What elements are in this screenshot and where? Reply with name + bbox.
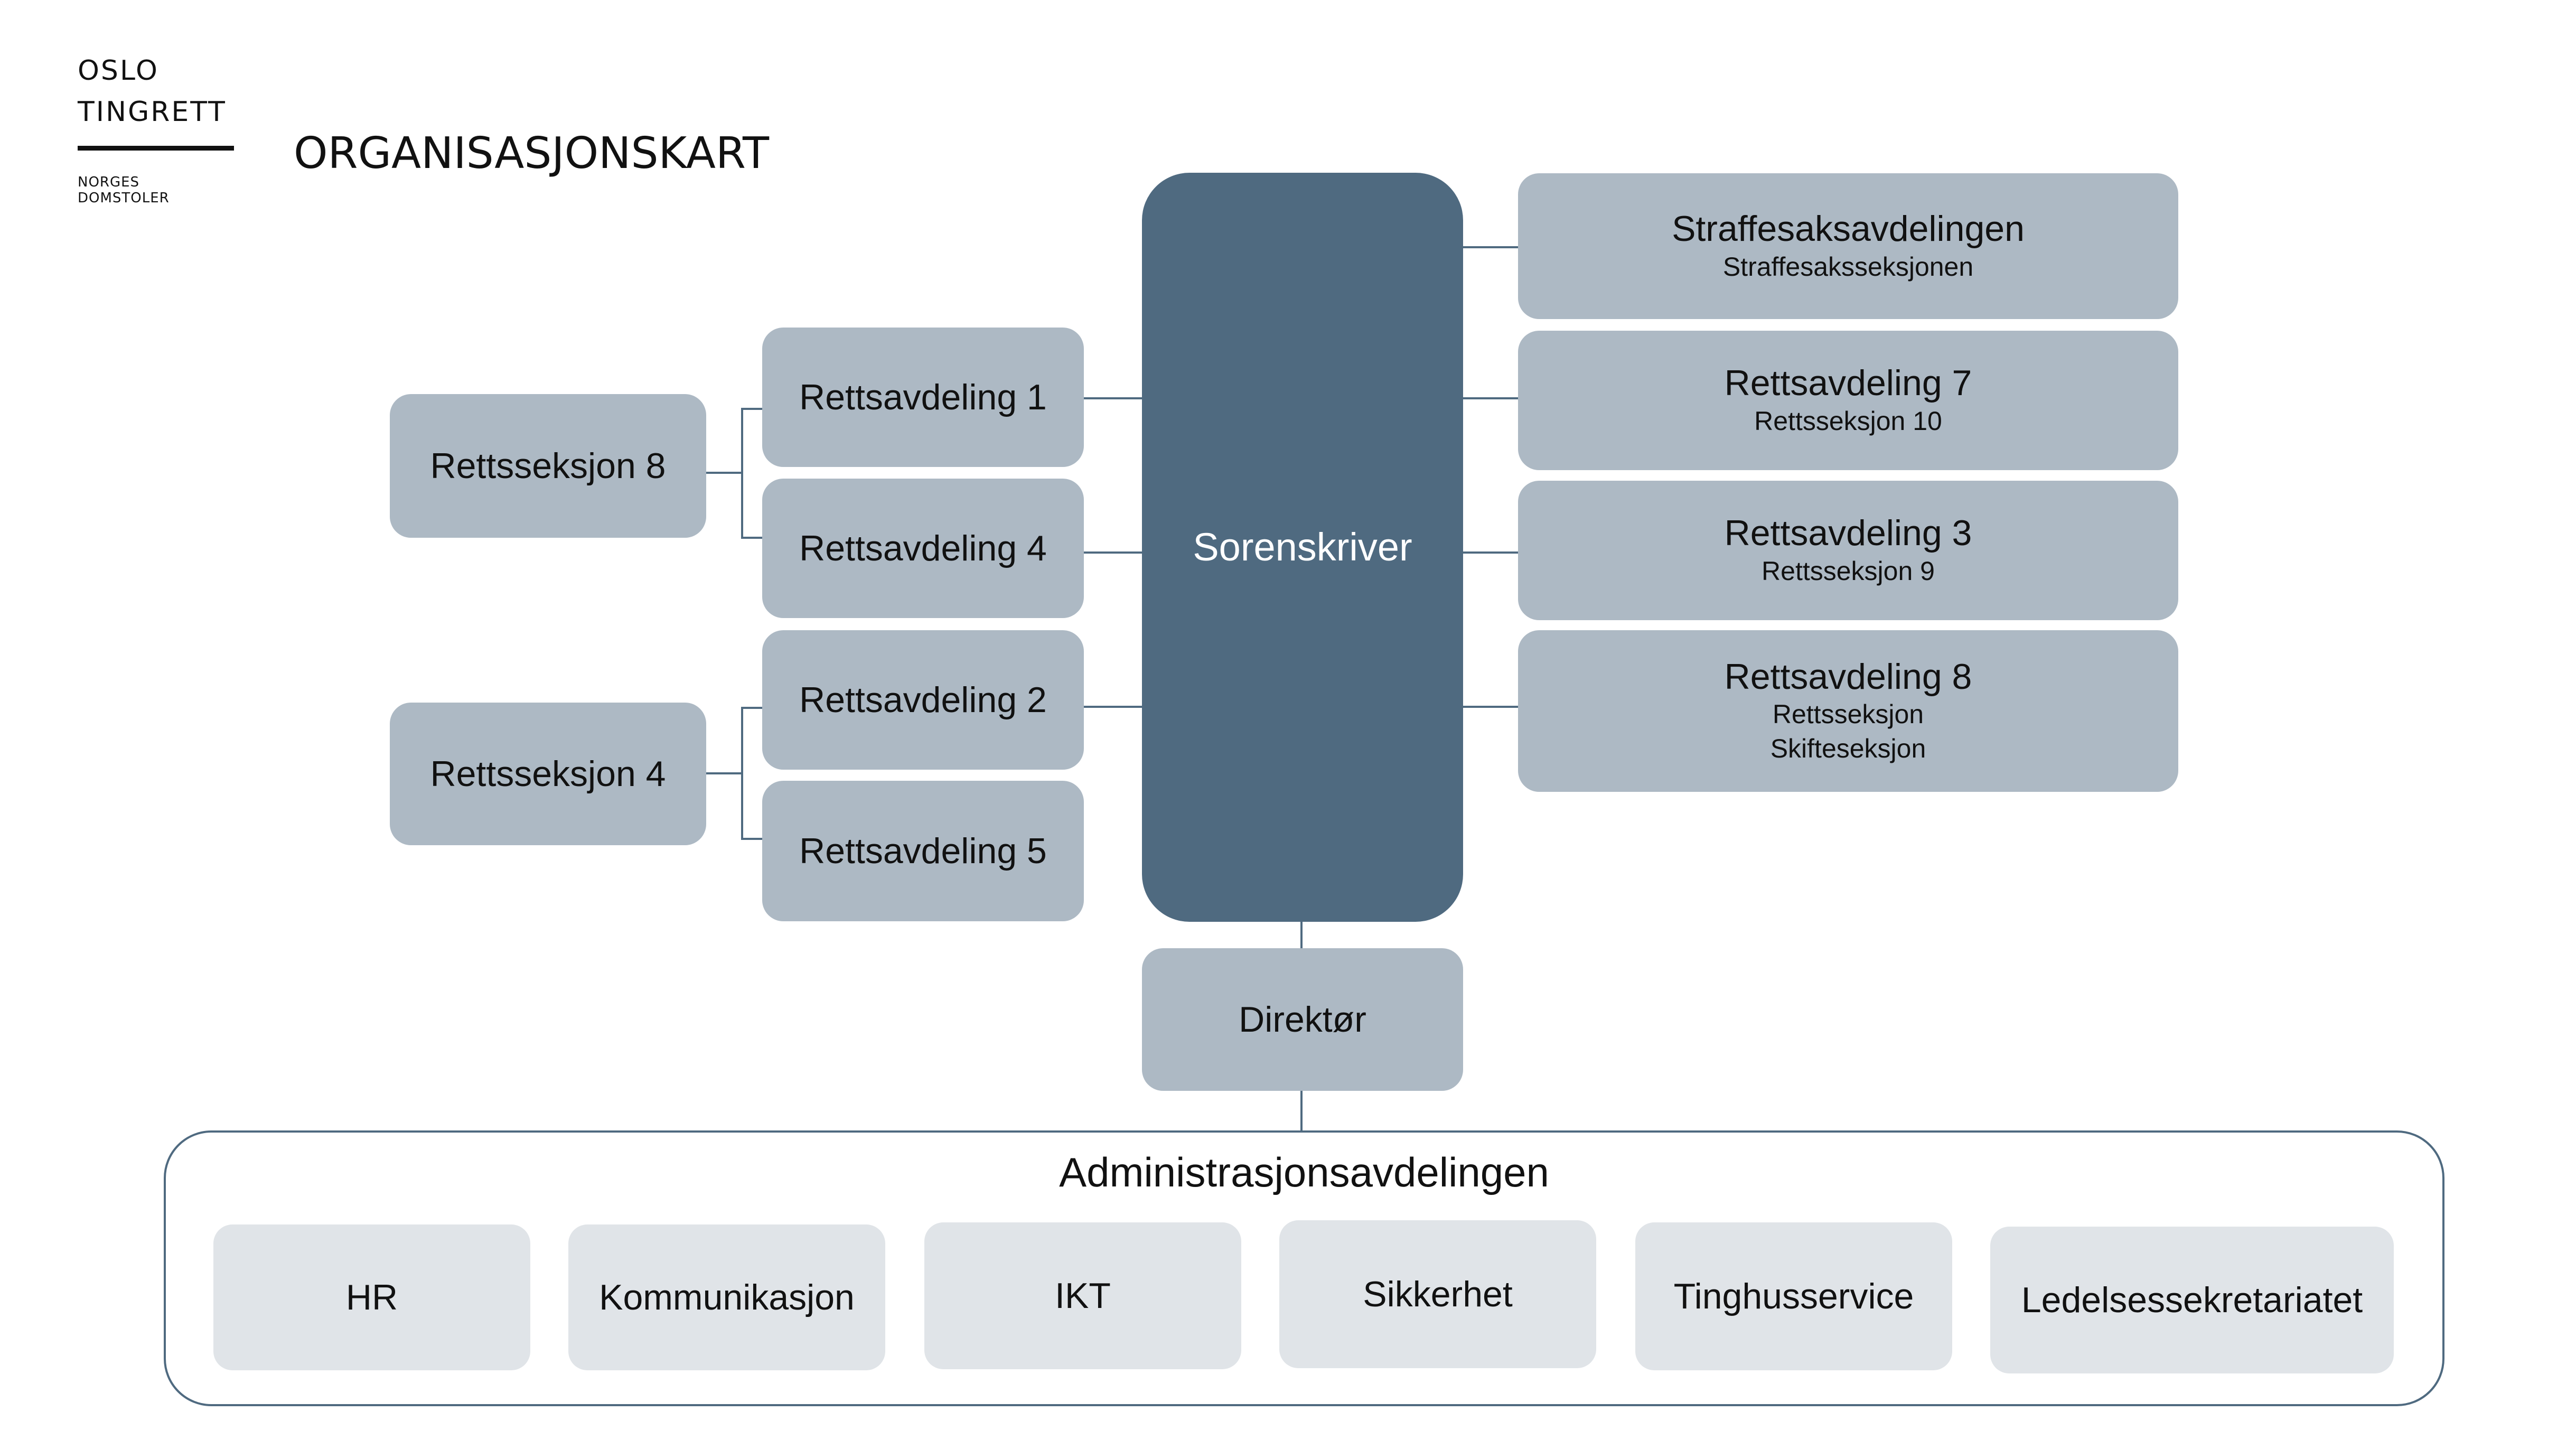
admin-unit-ikt[interactable]: IKT (924, 1222, 1241, 1369)
section-rettsseksjon-8[interactable]: Rettsseksjon 8 (390, 394, 706, 538)
department-sublabel: Rettsseksjon 9 (1762, 556, 1935, 586)
admin-unit-kommunikasjon[interactable]: Kommunikasjon (568, 1224, 885, 1370)
logo: OSLO TINGRETT NORGES DOMSTOLER (78, 55, 236, 206)
admin-unit-label: HR (345, 1277, 398, 1317)
director-box[interactable]: Direktør (1142, 948, 1463, 1091)
department-label: Rettsavdeling 7 (1724, 363, 1972, 404)
connector-line (1300, 1088, 1303, 1130)
sorenskriver-label: Sorenskriver (1193, 525, 1412, 569)
logo-subtitle: NORGES DOMSTOLER (78, 174, 170, 206)
admin-unit-label: Ledelsessekretariatet (2021, 1279, 2363, 1320)
page-title: ORGANISASJONSKART (294, 128, 770, 179)
section-label: Rettsseksjon 8 (430, 445, 666, 486)
department-label: Rettsavdeling 2 (799, 679, 1047, 720)
department-sublabel: Rettsseksjon 10 (1754, 406, 1942, 436)
connector-line (1084, 397, 1142, 399)
connector-line (741, 707, 762, 709)
department-label: Straffesaksavdelingen (1672, 209, 2025, 249)
admin-unit-label: Tinghusservice (1673, 1276, 1914, 1316)
department-rettsavdeling-7[interactable]: Rettsavdeling 7 Rettsseksjon 10 (1518, 331, 2178, 470)
logo-line-tingrett: TINGRETT (78, 96, 227, 128)
admin-title: Administrasjonsavdelingen (1059, 1149, 1549, 1195)
admin-unit-hr[interactable]: HR (213, 1224, 530, 1370)
admin-unit-ledelsessekretariatet[interactable]: Ledelsessekretariatet (1990, 1227, 2394, 1373)
department-label: Rettsavdeling 1 (799, 377, 1047, 417)
connector-line (741, 408, 762, 410)
director-label: Direktør (1239, 999, 1366, 1040)
admin-unit-sikkerhet[interactable]: Sikkerhet (1279, 1220, 1596, 1368)
connector-line (741, 707, 743, 840)
admin-unit-label: Sikkerhet (1363, 1274, 1513, 1314)
connector-line (706, 472, 742, 474)
sorenskriver-box[interactable]: Sorenskriver (1142, 173, 1463, 922)
department-rettsavdeling-2[interactable]: Rettsavdeling 2 (762, 630, 1084, 770)
connector-line (1463, 246, 1521, 248)
department-sublabel: Rettsseksjon (1772, 699, 1924, 730)
connector-line (1463, 706, 1521, 708)
admin-unit-tinghusservice[interactable]: Tinghusservice (1635, 1222, 1952, 1370)
department-sublabel: Straffesaksseksjonen (1722, 251, 1974, 282)
logo-line-oslo: OSLO (78, 55, 159, 87)
department-rettsavdeling-5[interactable]: Rettsavdeling 5 (762, 781, 1084, 921)
connector-line (706, 772, 742, 774)
admin-department: Administrasjonsavdelingen (164, 1130, 2444, 1406)
department-label: Rettsavdeling 4 (799, 528, 1047, 568)
admin-unit-label: Kommunikasjon (599, 1277, 855, 1317)
section-label: Rettsseksjon 4 (430, 753, 666, 794)
department-rettsavdeling-4[interactable]: Rettsavdeling 4 (762, 479, 1084, 618)
connector-line (1300, 922, 1303, 948)
department-label: Rettsavdeling 8 (1724, 656, 1972, 697)
admin-unit-label: IKT (1055, 1275, 1111, 1316)
department-straffesaksavdelingen[interactable]: Straffesaksavdelingen Straffesaksseksjon… (1518, 173, 2178, 319)
department-rettsavdeling-8[interactable]: Rettsavdeling 8 Rettsseksjon Skifteseksj… (1518, 630, 2178, 792)
connector-line (741, 537, 762, 539)
connector-line (741, 408, 743, 539)
logo-rule (78, 146, 234, 151)
department-rettsavdeling-1[interactable]: Rettsavdeling 1 (762, 328, 1084, 467)
section-rettsseksjon-4[interactable]: Rettsseksjon 4 (390, 703, 706, 845)
department-rettsavdeling-3[interactable]: Rettsavdeling 3 Rettsseksjon 9 (1518, 481, 2178, 620)
department-label: Rettsavdeling 5 (799, 830, 1047, 871)
connector-line (1463, 551, 1521, 554)
connector-line (1084, 551, 1142, 554)
connector-line (1463, 397, 1521, 399)
connector-line (741, 838, 762, 840)
department-sublabel: Skifteseksjon (1770, 734, 1926, 764)
department-label: Rettsavdeling 3 (1724, 513, 1972, 554)
connector-line (1084, 706, 1142, 708)
